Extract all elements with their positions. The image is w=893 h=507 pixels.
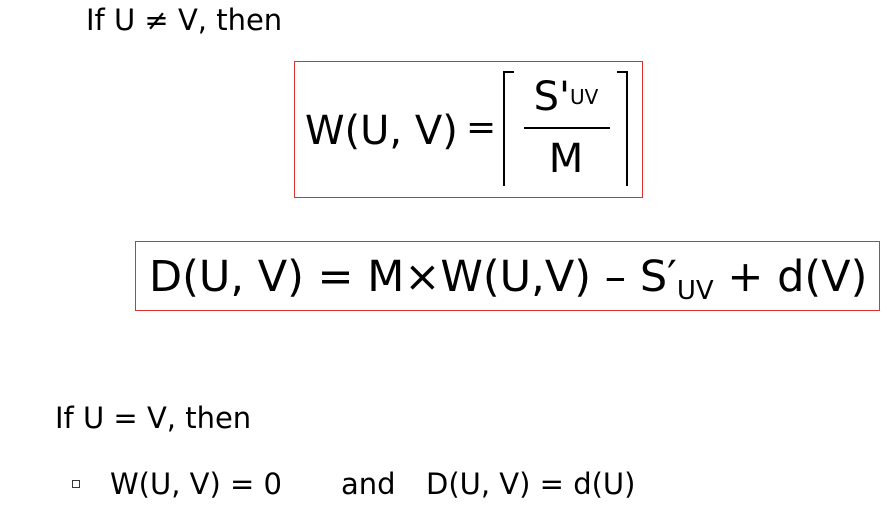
formula-d-subscript: UV: [676, 276, 714, 306]
fraction-numerator: S'UV: [520, 72, 612, 122]
formula-d-box: D(U, V) = M×W(U,V) – S′UV + d(V): [135, 241, 880, 311]
formula-w-lhs: W(U, V): [305, 108, 458, 154]
formula-w: W(U, V) = S'UV M: [305, 62, 635, 197]
bullet-part-w: W(U, V) = 0: [110, 467, 282, 501]
formula-w-box: W(U, V) = S'UV M: [294, 61, 643, 198]
numerator-subscript: UV: [570, 85, 599, 109]
fraction-bar: [524, 127, 610, 129]
condition-equal: If U = V, then: [55, 401, 252, 435]
formula-d: D(U, V) = M×W(U,V) – S′UV + d(V): [149, 250, 867, 318]
fraction-denominator: M: [548, 136, 584, 182]
formula-d-main: D(U, V) = M×W(U,V) – S′: [149, 252, 677, 302]
formula-w-equals: =: [466, 107, 497, 148]
numerator-main: S': [533, 74, 571, 120]
ceiling-right-bracket: [617, 71, 628, 186]
ceiling-left-bracket: [503, 71, 514, 186]
bullet-part-d: D(U, V) = d(U): [426, 467, 636, 501]
condition-not-equal: If U ≠ V, then: [86, 3, 283, 37]
bullet-connector: and: [341, 467, 396, 501]
formula-d-tail: + d(V): [713, 252, 868, 302]
square-bullet-icon: [72, 480, 80, 488]
